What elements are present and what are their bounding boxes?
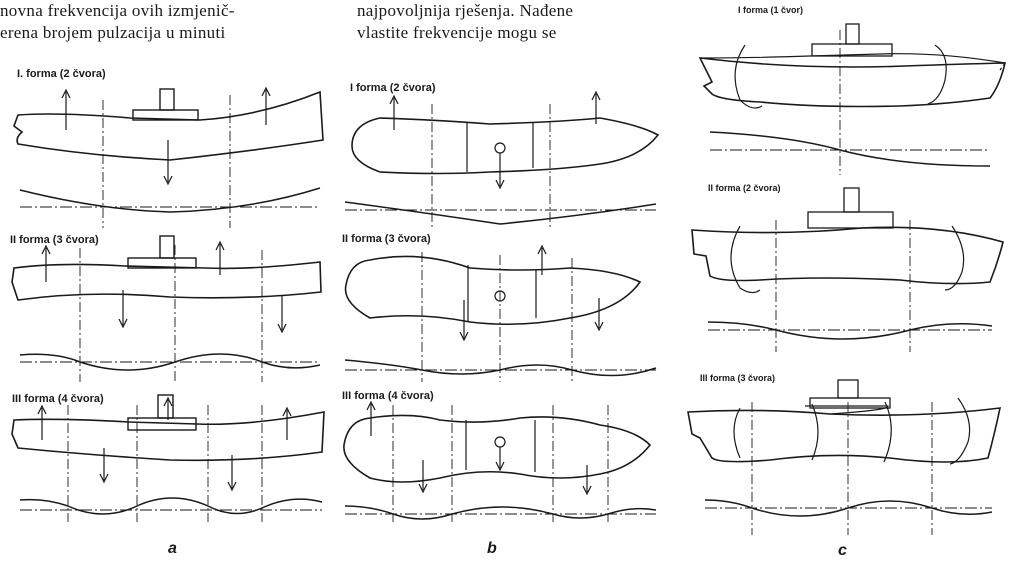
panel-a-mode-2-arrows [42,242,286,332]
panel-a-mode-1-arrows [62,88,270,184]
panel-a-mode-3-deflection [20,498,322,514]
panel-c-mode-2-deflection [708,322,992,339]
panel-b-mode-2-arrows [460,246,603,340]
panel-b-mode-2-node-lines [422,252,572,382]
panel-b-mode-2-hull [346,256,641,324]
panel-b-mode-1-hull [352,118,658,174]
panel-b-mode-1-deflection [345,202,656,224]
panel-c-mode-2-node-lines [776,220,910,352]
panel-c-mode-1-deflection [710,132,990,166]
panel-b-mode-3-hull [344,415,650,482]
panel-c-mode-3-hull [688,380,1000,464]
panel-c-mode-2-hull [692,188,1003,293]
panel-a-mode-3-arrows [38,398,291,490]
panel-a-mode-2-hull [12,236,321,300]
panel-c-mode-1-hull [700,24,1005,108]
panel-b [344,92,658,522]
panel-c [688,24,1005,535]
panel-a-mode-1-deflection [20,188,320,212]
panel-b-mode-3-deflection [345,506,656,519]
panel-a [12,88,324,522]
panel-b-mode-2-deflection [345,360,656,376]
